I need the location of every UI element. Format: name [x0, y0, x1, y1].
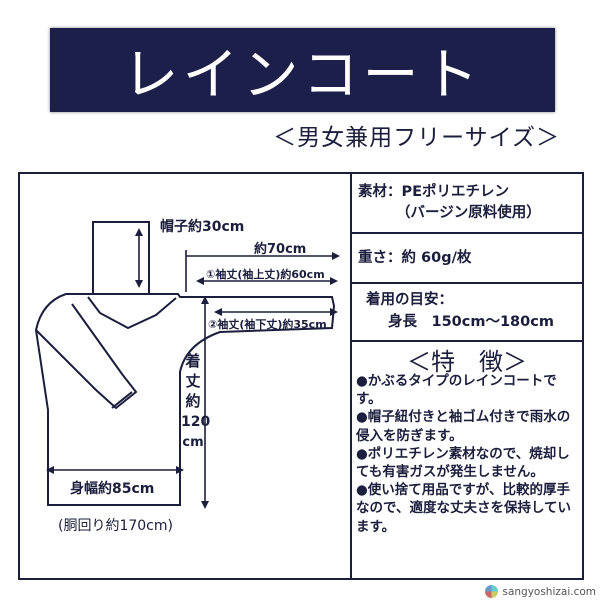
- fit-line2: 身長 150cm〜180cm: [388, 314, 554, 330]
- dimension-arrows: [50, 232, 336, 505]
- length-unit: cm: [182, 435, 204, 450]
- row-divider: [351, 282, 584, 284]
- features-title: ＜特 徴＞: [407, 348, 527, 376]
- length-char: 丈: [185, 372, 201, 390]
- feature-item: ●かぶるタイプのレインコートです。: [356, 373, 557, 408]
- title-banner: レインコート: [50, 28, 555, 112]
- material-line1: 素材：PEポリエチレン: [358, 184, 510, 200]
- left-sleeve: [35, 303, 138, 410]
- length-char: 約: [185, 392, 201, 410]
- sleeve-upper-label: ①袖丈(袖上丈)約60cm: [206, 268, 325, 281]
- hood-label: 帽子約30cm: [160, 219, 245, 235]
- coat-body: [34, 293, 336, 506]
- page-title: レインコート: [122, 42, 483, 108]
- sleeve-lower-label: ②袖丈(袖下丈)約35cm: [208, 318, 327, 331]
- column-divider: [350, 172, 352, 580]
- feature-item: ●帽子紐付きと袖ゴム付きで雨水の侵入を防ぎます。: [356, 409, 571, 444]
- watermark: sangyoshizai.com: [485, 585, 596, 598]
- width-label: 身幅約85cm: [70, 481, 155, 497]
- girth-label: (胴回り約170cm): [58, 518, 173, 534]
- arm-span-label: 約70cm: [254, 242, 307, 257]
- fit-line1: 着用の目安：: [366, 292, 453, 308]
- cuff-line: [111, 391, 133, 409]
- spec-frame: [18, 172, 584, 580]
- subtitle: ＜男女兼用フリーサイズ＞: [273, 125, 560, 151]
- feature-item: ●使い捨て用品ですが、比較的厚手なので、適度な丈夫さを保持しています。: [356, 482, 572, 535]
- length-value: 120: [181, 414, 211, 430]
- arrow-heads: [46, 228, 340, 509]
- length-char: 着: [185, 352, 201, 370]
- row-divider: [351, 340, 584, 342]
- site-logo-icon: [485, 585, 499, 598]
- row-divider: [351, 232, 584, 234]
- weight-text: 重さ：約 60g/枚: [358, 250, 472, 266]
- collar-line: [87, 296, 177, 330]
- watermark-text: sangyoshizai.com: [502, 585, 596, 598]
- features-list: ●かぶるタイプのレインコートです。 ●帽子紐付きと袖ゴム付きで雨水の侵入を防ぎま…: [356, 372, 582, 536]
- material-line2: （バージン原料使用）: [396, 205, 541, 221]
- feature-item: ●ポリエチレン素材なので、焼却しても有害ガスが発生しません。: [356, 445, 570, 481]
